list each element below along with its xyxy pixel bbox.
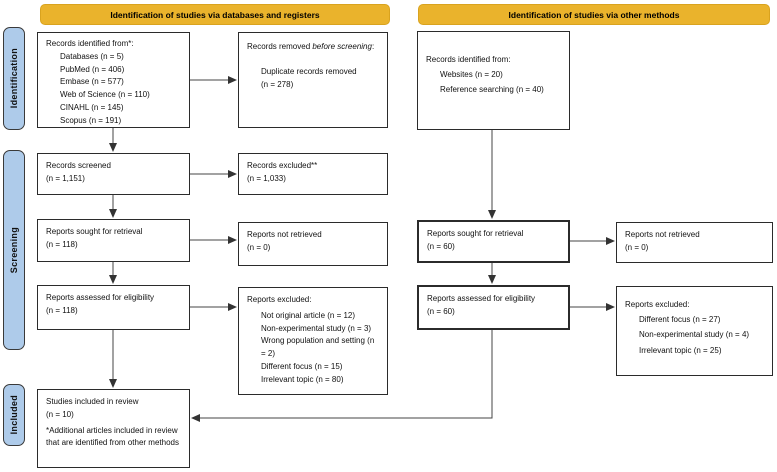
- box-line: (n = 118): [46, 305, 78, 315]
- box-line: (n = 10): [46, 409, 74, 419]
- box-line: Reports assessed for eligibility: [427, 294, 536, 303]
- box-line: Records excluded**: [247, 161, 318, 170]
- list-item: Non-experimental study (n = 4): [639, 330, 750, 340]
- stage-screening: Screening: [3, 150, 25, 350]
- text-part: :: [371, 42, 375, 51]
- list-item: Non-experimental study (n = 3): [261, 323, 372, 333]
- list-item: Duplicate records removed: [261, 66, 357, 76]
- stage-included-label: Included: [9, 395, 19, 435]
- box-reports-not-retrieved-other: Reports not retrieved (n = 0): [616, 222, 773, 263]
- box-line: (n = 0): [625, 242, 649, 252]
- box-line: Records screened: [46, 161, 111, 170]
- box-line: (n = 0): [247, 242, 271, 252]
- banner-databases-registers: Identification of studies via databases …: [40, 4, 390, 25]
- banner-other-label: Identification of studies via other meth…: [508, 9, 680, 20]
- list-item: Irrelevant topic (n = 80): [261, 374, 344, 384]
- text-part-italic: before screening: [312, 42, 372, 51]
- list-item: Websites (n = 20): [440, 70, 503, 80]
- box-reports-excluded-db: Reports excluded: Not original article (…: [238, 287, 388, 395]
- box-records-identified-other: Records identified from: Websites (n = 2…: [417, 31, 570, 130]
- box-records-screened: Records screened (n = 1,151): [37, 153, 190, 195]
- box-reports-excluded-other: Reports excluded: Different focus (n = 2…: [616, 286, 773, 376]
- box-records-removed: Records removed before screening: Duplic…: [238, 32, 388, 128]
- box-line: Studies included in review: [46, 397, 139, 406]
- list-item: (n = 278): [261, 79, 294, 89]
- box-reports-assessed-db: Reports assessed for eligibility (n = 11…: [37, 285, 190, 330]
- box-footnote: *Additional articles included in review …: [46, 425, 179, 447]
- list-item: Web of Science (n = 110): [60, 90, 150, 100]
- box-line: Reports assessed for eligibility: [46, 293, 155, 302]
- list-item: Different focus (n = 15): [261, 361, 343, 371]
- box-line: Reports sought for retrieval: [427, 229, 524, 238]
- box-line: (n = 60): [427, 241, 455, 251]
- stage-identification-label: Identification: [9, 48, 19, 109]
- list-item: Not original article (n = 12): [261, 310, 356, 320]
- box-line: (n = 118): [46, 239, 78, 249]
- box-line: Reports not retrieved: [247, 230, 322, 239]
- list-item: Different focus (n = 27): [639, 315, 721, 325]
- box-reports-sought-other: Reports sought for retrieval (n = 60): [417, 220, 570, 263]
- list-item: PubMed (n = 406): [60, 64, 125, 74]
- banner-other-methods: Identification of studies via other meth…: [418, 4, 770, 25]
- box-records-excluded: Records excluded** (n = 1,033): [238, 153, 388, 195]
- box-title: Records removed before screening:: [247, 41, 379, 54]
- stage-included: Included: [3, 384, 25, 446]
- box-records-identified-db: Records identified from*: Databases (n =…: [37, 32, 190, 128]
- box-reports-sought-db: Reports sought for retrieval (n = 118): [37, 219, 190, 262]
- box-line: (n = 1,033): [247, 173, 286, 183]
- stage-screening-label: Screening: [9, 226, 19, 274]
- list-item: Embase (n = 577): [60, 77, 124, 87]
- list-item: Wrong population and setting (n = 2): [261, 336, 375, 359]
- box-studies-included: Studies included in review (n = 10) *Add…: [37, 389, 190, 468]
- box-title: Reports excluded:: [625, 300, 690, 309]
- banner-databases-label: Identification of studies via databases …: [110, 9, 320, 20]
- box-line: (n = 1,151): [46, 173, 85, 183]
- box-reports-not-retrieved-db: Reports not retrieved (n = 0): [238, 222, 388, 266]
- stage-identification: Identification: [3, 27, 25, 130]
- list-item: CINAHL (n = 145): [60, 102, 124, 112]
- box-reports-assessed-other: Reports assessed for eligibility (n = 60…: [417, 285, 570, 330]
- text-part: Records removed: [247, 42, 313, 51]
- box-line: Reports not retrieved: [625, 230, 700, 239]
- list-item: Scopus (n = 191): [60, 115, 122, 125]
- box-title: Records identified from:: [426, 55, 511, 64]
- box-title: Reports excluded:: [247, 295, 312, 304]
- box-title: Records identified from*:: [46, 39, 134, 48]
- list-item: Reference searching (n = 40): [440, 85, 544, 95]
- box-line: Reports sought for retrieval: [46, 227, 143, 236]
- list-item: Databases (n = 5): [60, 51, 124, 61]
- box-line: (n = 60): [427, 306, 455, 316]
- list-item: Irrelevant topic (n = 25): [639, 345, 722, 355]
